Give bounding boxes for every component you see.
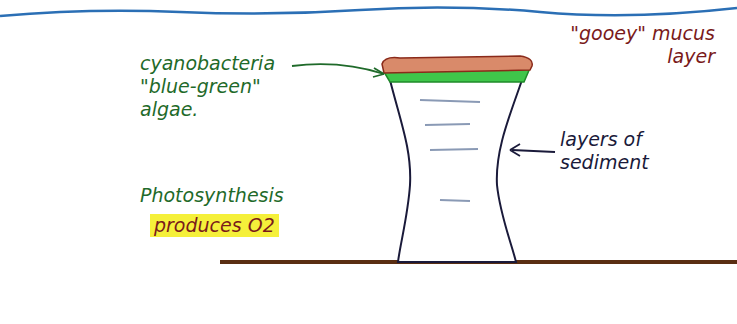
sediment-label: layers of sediment: [560, 128, 690, 174]
arrowhead: [510, 144, 520, 156]
arrowhead: [373, 68, 384, 77]
sediment-column: [390, 80, 522, 262]
water-surface: [0, 7, 737, 16]
leader-line: [512, 150, 555, 152]
mucus-label: "gooey" mucus layer: [545, 22, 715, 68]
leader-line: [292, 64, 384, 74]
mucus-layer: [382, 56, 532, 73]
oxygen-label: produces O2: [150, 214, 279, 237]
photosynthesis-label: Photosynthesis: [140, 184, 340, 207]
cyanobacteria-label: cyanobacteria "blue-green" algae.: [140, 52, 290, 121]
sediment-layers: [420, 100, 480, 201]
